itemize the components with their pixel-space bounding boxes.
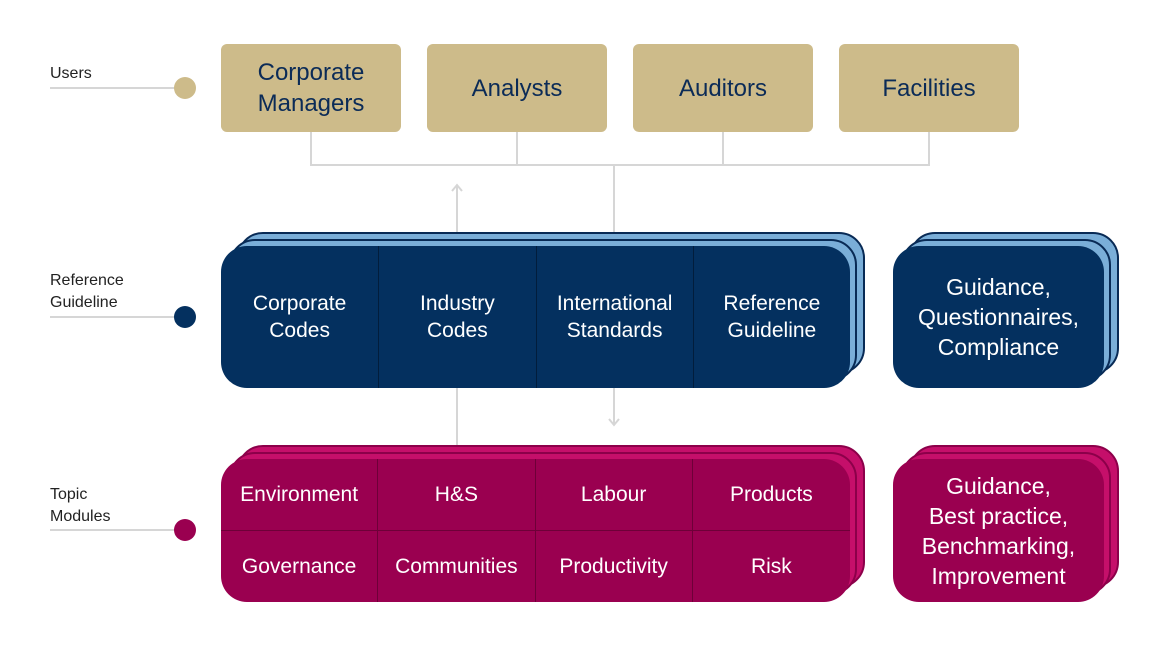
- guidance-best-practice-stack: Guidance, Best practice, Benchmarking, I…: [893, 445, 1120, 602]
- user-box-label: Analysts: [471, 74, 563, 102]
- user-box-auditors: Auditors: [633, 44, 813, 132]
- reference-row-dot: [174, 306, 196, 328]
- topic-cell-hs: H&S: [378, 459, 536, 531]
- users-row-dot: [174, 77, 196, 99]
- topic-cell-labour: Labour: [535, 459, 693, 531]
- guidance-questionnaires-panel: Guidance, Questionnaires, Compliance: [893, 246, 1104, 388]
- reference-cell-reference-guideline: Reference Guideline: [692, 246, 850, 388]
- reference-cell-corporate-codes: Corporate Codes: [252, 292, 347, 342]
- reference-guideline-stack: Corporate Codes Industry Codes Internati…: [221, 232, 866, 388]
- reference-cell-international-standards: International Standards: [535, 246, 693, 388]
- topic-cell-governance: Governance: [221, 530, 379, 602]
- topic-modules-stack: Environment H&S Labour Products Governan…: [221, 445, 866, 602]
- reference-cell-industry-codes: Industry Codes: [378, 246, 535, 388]
- guidance-best-practice-panel: Guidance, Best practice, Benchmarking, I…: [893, 459, 1104, 602]
- reference-guideline-panel: Corporate Codes Industry Codes Internati…: [221, 246, 850, 388]
- user-box-label: Corporate Managers: [257, 59, 365, 117]
- topic-cell-risk: Risk: [750, 554, 792, 578]
- user-box-analysts: Analysts: [427, 44, 607, 132]
- down-arrow: [608, 388, 620, 427]
- topic-row-label: Topic Modules: [50, 486, 111, 525]
- guidance-questionnaires-stack: Guidance, Questionnaires, Compliance: [893, 232, 1120, 388]
- user-box-corporate-managers: Corporate Managers: [221, 44, 401, 132]
- topic-cell-products: Products: [692, 459, 850, 531]
- topic-cell-environment: Environment: [221, 459, 379, 531]
- user-box-label: Auditors: [678, 74, 768, 102]
- topic-row-dot: [174, 519, 196, 541]
- topic-cell-productivity: Productivity: [536, 530, 693, 602]
- user-box-label: Facilities: [882, 74, 976, 102]
- guidance-best-practice-text: Guidance, Best practice, Benchmarking, I…: [921, 472, 1076, 589]
- users-connector: [310, 132, 930, 232]
- topic-cell-communities: Communities: [378, 530, 536, 602]
- user-box-facilities: Facilities: [839, 44, 1019, 132]
- reference-row-label: Reference Guideline: [50, 272, 124, 311]
- topic-modules-panel: Environment H&S Labour Products Governan…: [221, 459, 850, 602]
- up-arrow: [451, 183, 463, 446]
- guidance-questionnaires-compliance-text: Guidance, Questionnaires, Compliance: [917, 274, 1080, 360]
- users-row-label: Users: [50, 65, 92, 82]
